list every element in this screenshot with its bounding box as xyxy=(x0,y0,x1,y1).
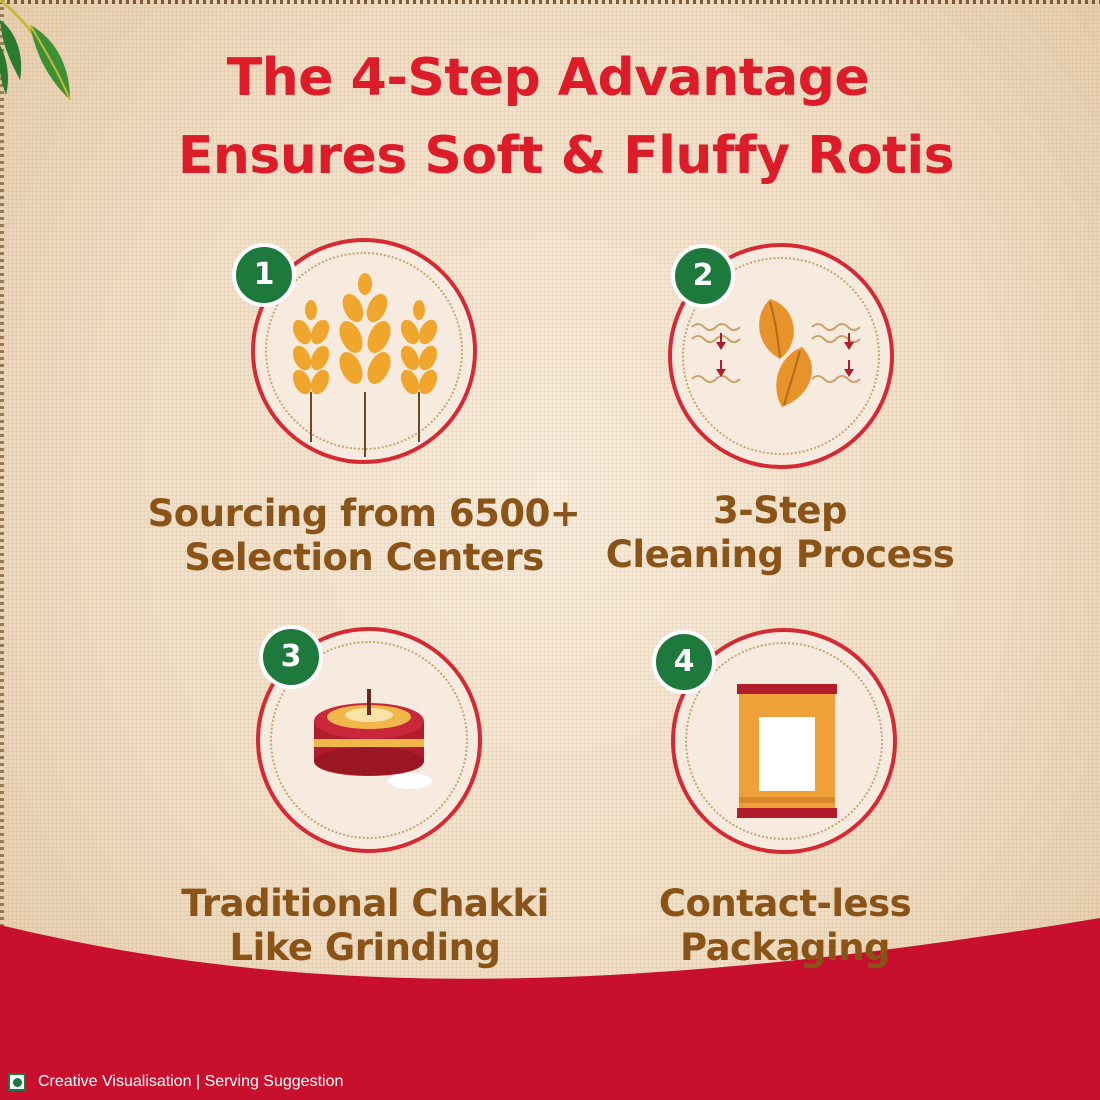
leaves-decoration-icon xyxy=(0,0,71,101)
package-icon xyxy=(737,684,837,818)
step-4-label: Contact-less Packaging xyxy=(555,882,1015,970)
step-3-label-line-1: Traditional Chakki xyxy=(181,882,549,925)
step-2-label-line-2: Cleaning Process xyxy=(605,533,955,576)
veg-symbol-icon xyxy=(8,1073,26,1091)
headline-line-1: The 4-Step Advantage xyxy=(226,48,870,108)
step-3-label-line-2: Like Grinding xyxy=(229,926,501,969)
step-2-label: 3-Step Cleaning Process xyxy=(550,489,1010,577)
chakki-icon xyxy=(314,689,432,789)
disclaimer: Creative Visualisation | Serving Suggest… xyxy=(8,1073,343,1091)
step-3-label: Traditional Chakki Like Grinding xyxy=(135,882,595,970)
step-2-label-line-1: 3-Step xyxy=(712,489,848,532)
wheat-icon xyxy=(292,273,438,457)
grain-cleaning-icon xyxy=(691,299,861,407)
step-1-label-line-2: Selection Centers xyxy=(184,536,544,579)
top-stitch-border xyxy=(0,0,1100,4)
step-3-badge: 3 xyxy=(259,625,323,689)
disclaimer-text: Creative Visualisation | Serving Suggest… xyxy=(38,1073,344,1090)
step-1-badge: 1 xyxy=(232,243,296,307)
step-4-badge: 4 xyxy=(652,630,716,694)
step-2-badge: 2 xyxy=(671,244,735,308)
step-4-label-line-2: Packaging xyxy=(679,926,891,969)
headline-line-2: Ensures Soft & Fluffy Rotis xyxy=(177,126,955,186)
step-1-label: Sourcing from 6500+ Selection Centers xyxy=(134,492,594,580)
step-4-label-line-1: Contact-less xyxy=(658,882,912,925)
left-stitch-border xyxy=(0,0,4,1100)
step-1-label-line-1: Sourcing from 6500+ xyxy=(147,492,581,535)
